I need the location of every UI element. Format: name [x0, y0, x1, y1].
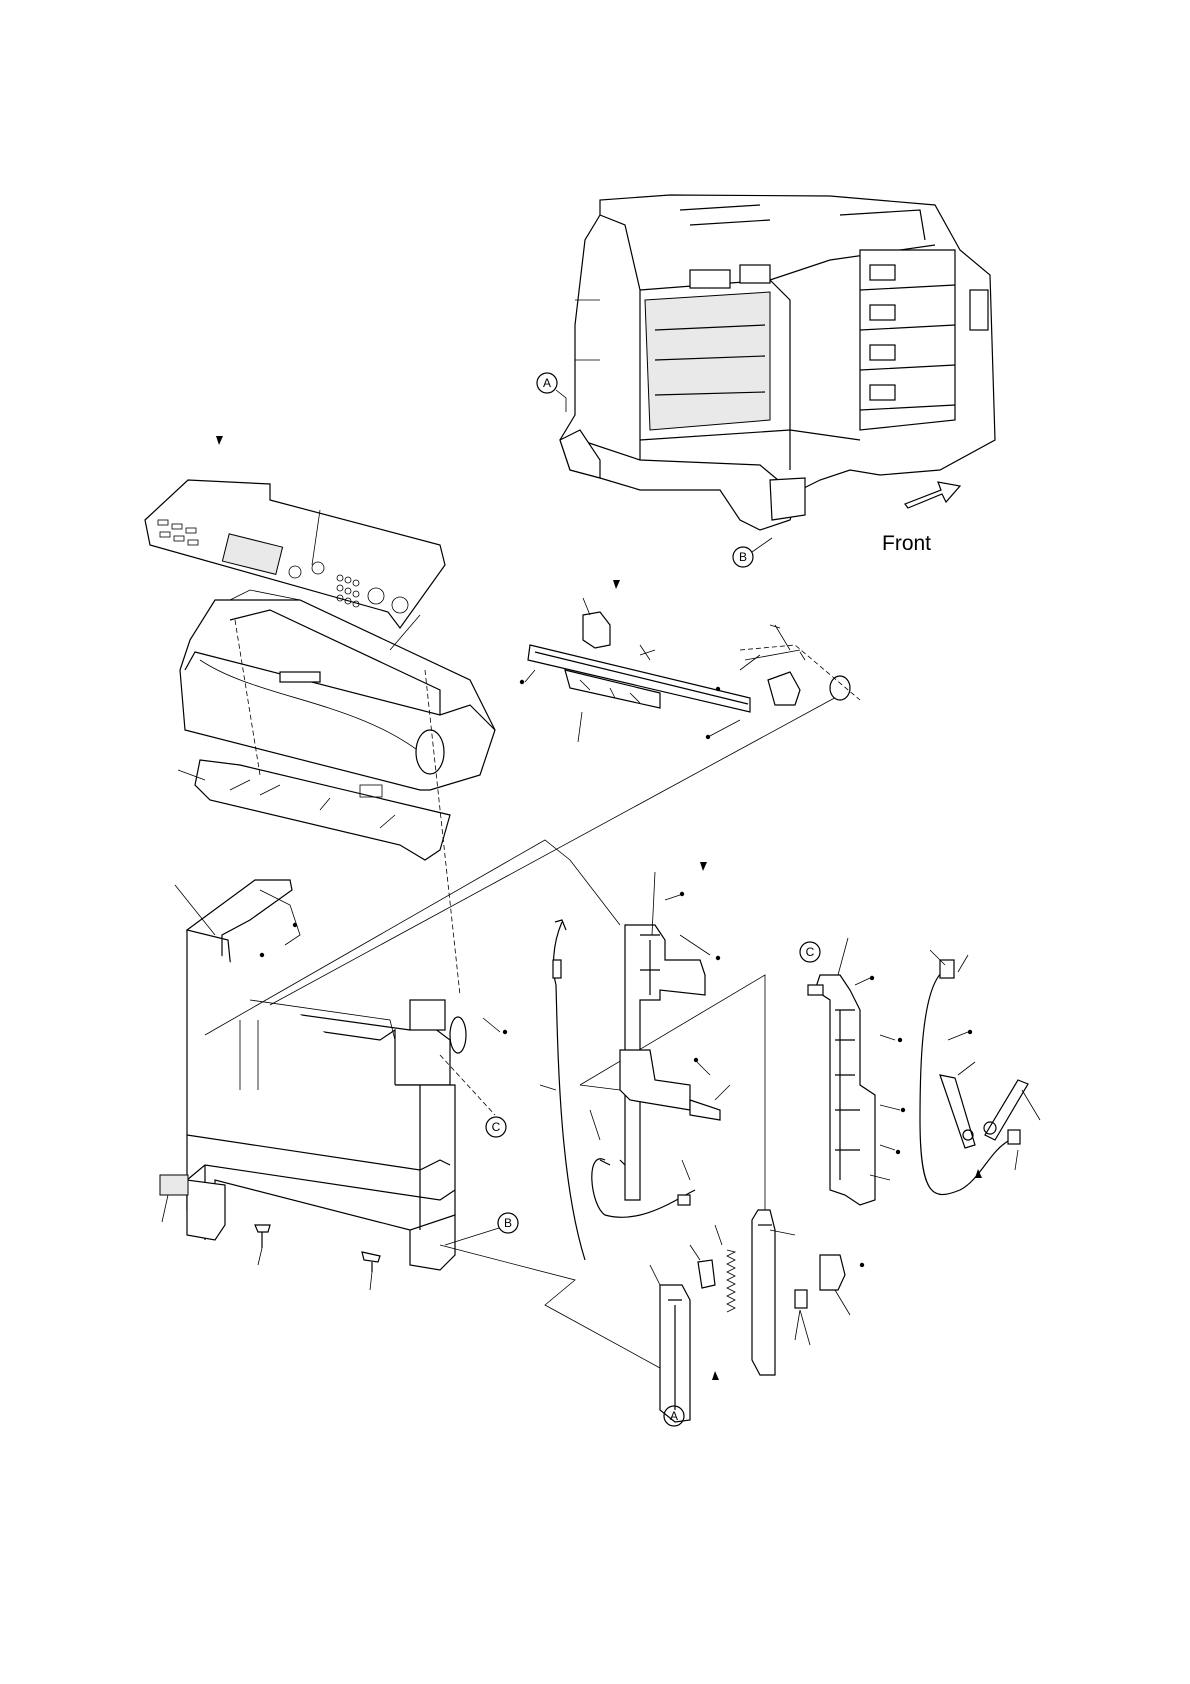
spring [715, 1225, 735, 1312]
svg-text:B: B [739, 550, 747, 564]
screw-2 [362, 1252, 380, 1290]
callout-c-right: C [800, 942, 820, 962]
small-clip [690, 1245, 715, 1288]
latch-block [795, 1255, 864, 1345]
right-bracket [808, 938, 905, 1205]
main-frame [175, 880, 466, 1270]
svg-text:B: B [504, 1216, 512, 1230]
callout-a-top: A [537, 373, 566, 412]
callout-b-top: B [733, 538, 772, 567]
harness-cable-2 [920, 950, 1020, 1195]
lower-guide [650, 1265, 690, 1422]
callout-c-left: C [486, 1117, 506, 1137]
rail-assembly [520, 598, 860, 742]
svg-text:C: C [492, 1120, 501, 1134]
printer-body [560, 195, 995, 530]
callout-b-bottom: B [445, 1213, 518, 1245]
front-label: Front [882, 532, 931, 555]
screw-1 [255, 1225, 270, 1265]
vertical-guide [752, 1210, 795, 1375]
svg-text:C: C [806, 945, 815, 959]
indicator-mark [613, 580, 620, 589]
label-plate [160, 1175, 188, 1222]
upper-cover [180, 590, 495, 790]
svg-text:A: A [670, 1409, 678, 1423]
front-arrow-icon [905, 482, 960, 508]
central-bracket [620, 872, 730, 1200]
indicator-mark [700, 862, 707, 871]
svg-text:A: A [543, 376, 551, 390]
actuator-arm [940, 1030, 1040, 1148]
indicator-mark [216, 436, 223, 445]
indicator-mark [712, 1371, 719, 1380]
